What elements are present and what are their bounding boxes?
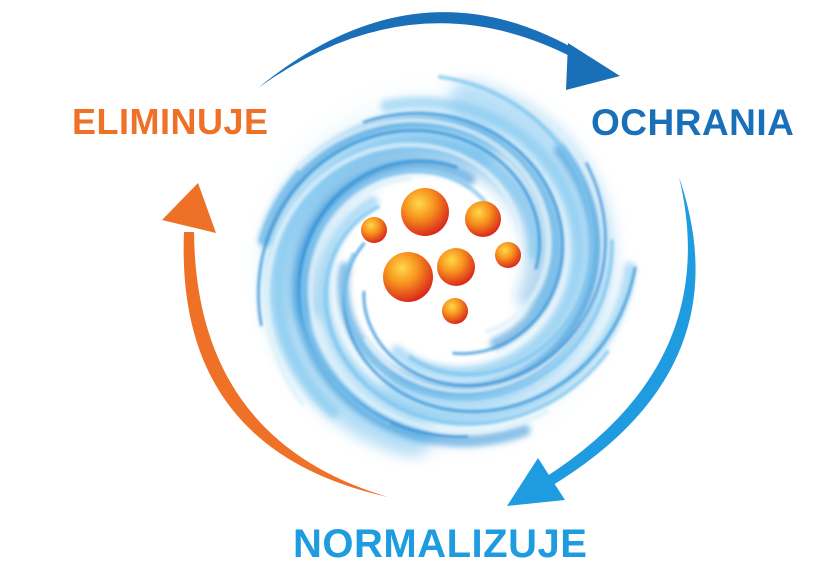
swirl-band	[364, 101, 606, 394]
swirl-band	[362, 162, 607, 388]
swirl-band	[256, 128, 542, 327]
water-swirl-icon	[235, 65, 645, 475]
swirl-band	[323, 205, 610, 426]
particle-sphere	[465, 201, 501, 237]
swirl-band	[300, 168, 489, 426]
swirl-band	[264, 142, 521, 406]
swirl-band	[308, 176, 549, 435]
particle-sphere	[401, 188, 449, 236]
swirl-band	[362, 111, 564, 356]
arrow-top-icon	[258, 12, 620, 90]
arrow-left-icon	[162, 183, 388, 497]
particle-sphere	[383, 252, 433, 302]
particle-sphere	[442, 298, 468, 324]
particle-sphere	[495, 242, 521, 268]
swirl-band	[342, 239, 614, 401]
label-normalizuje: NORMALIZUJE	[293, 522, 588, 566]
label-ochrania: OCHRANIA	[591, 102, 795, 143]
particle-sphere	[361, 217, 387, 243]
arrow-right-icon	[507, 177, 696, 506]
swirl-band	[296, 117, 552, 334]
particles-icon	[361, 188, 521, 324]
label-eliminuje: ELIMINUJE	[72, 101, 269, 142]
swirl-band	[408, 74, 595, 377]
particle-sphere	[437, 248, 475, 286]
swirl-band	[259, 117, 559, 317]
